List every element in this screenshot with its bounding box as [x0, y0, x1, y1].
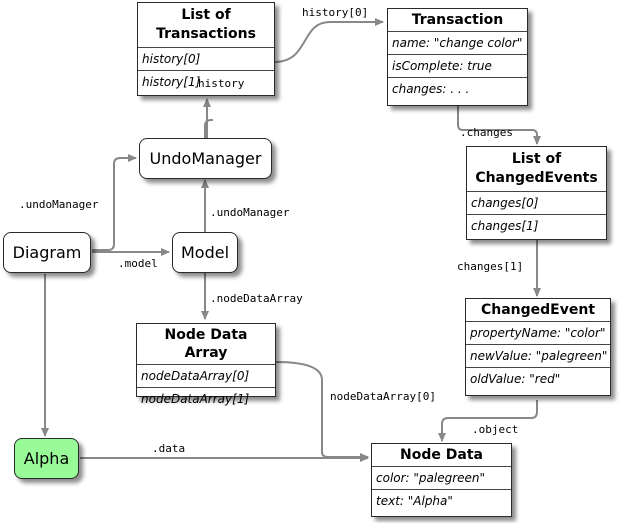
box-row: changes[1] — [467, 214, 606, 237]
box-row: color: "palegreen" — [372, 466, 511, 489]
box-title: Node Data Array — [164, 327, 248, 361]
box-title: Transaction — [411, 12, 504, 28]
node-data-array-box: Node Data Array nodeDataArray[0] nodeDat… — [136, 323, 276, 406]
diagram-node: Diagram — [3, 232, 91, 273]
link-history0 — [273, 18, 384, 63]
label-undomanager-diagram: .undoManager — [19, 198, 99, 211]
box-row: changes[0] — [467, 191, 606, 214]
link-object — [438, 400, 538, 442]
box-row: propertyName: "color" — [466, 321, 610, 344]
box-title: List of ChangedEvents — [475, 151, 598, 186]
label-changes1: changes[1] — [457, 260, 524, 273]
label-data: .data — [152, 442, 186, 455]
label-history0: history[0] — [302, 6, 369, 19]
label-nodedataarray0: nodeDataArray[0] — [330, 390, 436, 403]
box-row: isComplete: true — [388, 54, 527, 77]
link-diagram-undomanager — [92, 154, 137, 251]
box-row: oldValue: "red" — [466, 367, 610, 390]
label-object: .object — [472, 423, 519, 436]
box-title: ChangedEvent — [480, 302, 596, 318]
alpha-node: Alpha — [14, 438, 79, 479]
transaction-box: Transaction name: "change color" isCompl… — [387, 8, 528, 106]
changedevent-box: ChangedEvent propertyName: "color" newVa… — [465, 298, 611, 396]
label-changes: .changes — [460, 126, 513, 139]
box-row: changes: . . . — [388, 77, 527, 100]
label-undomanager-model: .undoManager — [210, 206, 290, 219]
label-nodedataarray: .nodeDataArray — [210, 292, 303, 305]
label-model: .model — [118, 257, 158, 270]
node-data-box: Node Data color: "palegreen" text: "Alph… — [371, 443, 512, 517]
box-title: List of Transactions — [156, 7, 256, 42]
box-row: history[0] — [138, 47, 274, 70]
box-row: newValue: "palegreen" — [466, 344, 610, 367]
box-row: text: "Alpha" — [372, 489, 511, 512]
label-history: history — [198, 77, 245, 90]
list-of-changedevents-box: List of ChangedEvents changes[0] changes… — [466, 146, 607, 240]
box-row: name: "change color" — [388, 31, 527, 54]
list-of-transactions-box: List of Transactions history[0] history[… — [137, 2, 275, 96]
box-row: nodeDataArray[1] — [137, 387, 275, 410]
box-row: nodeDataArray[0] — [137, 364, 275, 387]
undomanager-node: UndoManager — [139, 138, 272, 179]
model-node: Model — [172, 232, 238, 273]
link-nodedataarray0 — [275, 361, 369, 461]
box-title: Node Data — [400, 447, 483, 463]
link-changes — [457, 105, 541, 145]
box-row: history[1] — [138, 70, 274, 93]
